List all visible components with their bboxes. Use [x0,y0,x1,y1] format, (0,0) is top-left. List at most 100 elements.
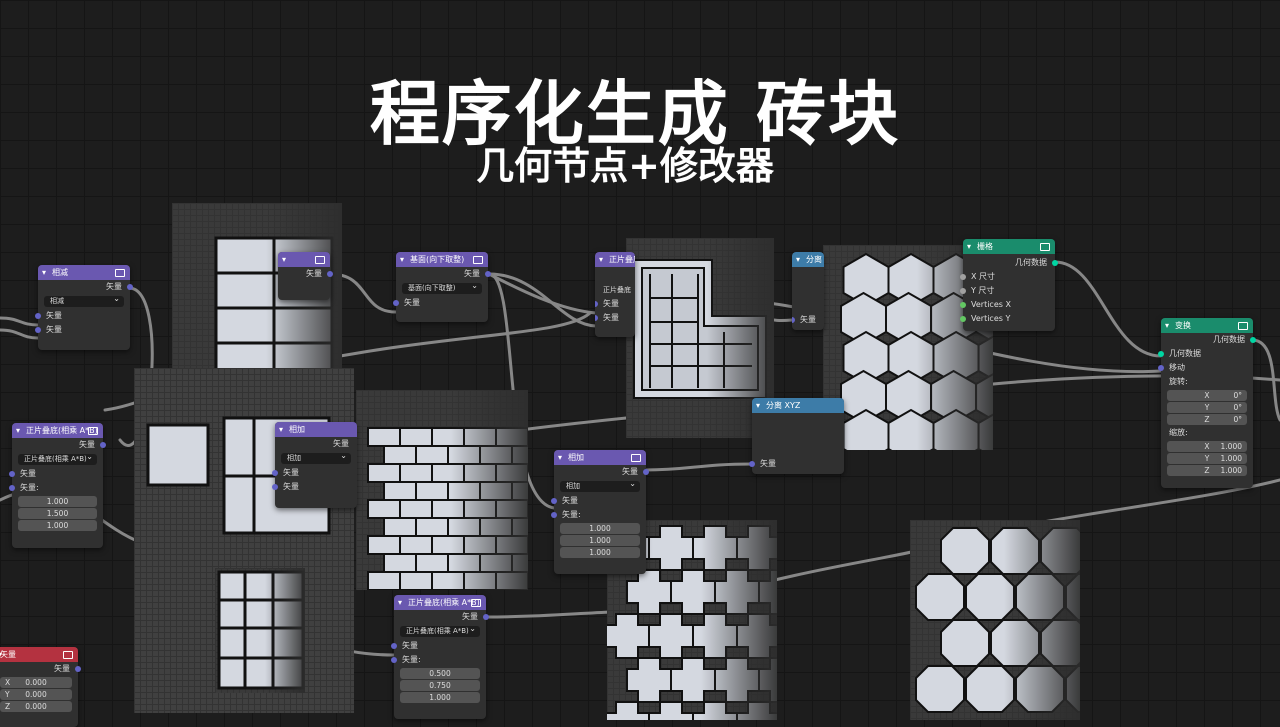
link [0,316,40,327]
monitor-icon [88,427,98,435]
operation-dropdown[interactable]: 相加 [281,453,351,464]
input-socket[interactable] [749,461,755,467]
input-socket[interactable] [272,470,278,476]
value-field[interactable]: 1.000 [560,523,640,534]
node-header[interactable]: 相加 [554,450,646,465]
monitor-icon [1040,243,1050,251]
output-socket[interactable] [75,666,81,672]
input-socket[interactable] [35,327,41,333]
node-header[interactable]: 分离 XYZ [792,252,824,267]
monitor-icon [315,256,325,264]
output-socket[interactable] [1250,337,1256,343]
node-header[interactable] [278,252,330,267]
monitor-icon [1238,322,1248,330]
input-socket[interactable] [272,484,278,490]
link [487,272,598,328]
operation-dropdown[interactable]: 正片叠底 [603,286,631,294]
monitor-icon [115,269,125,277]
node-vector-input[interactable]: 矢量 矢量 X0.000 Y0.000 Z0.000 [0,647,81,727]
operation-dropdown[interactable]: 正片叠底(相乘 A*B) [18,454,97,465]
value-field[interactable]: 0.750 [400,680,480,691]
input-socket[interactable] [960,274,966,280]
node-header[interactable]: 相减 [38,265,130,280]
node-header[interactable]: 正片叠底(相乘 A*B) [595,252,635,267]
preview-panel-grid-bottom [215,568,305,693]
input-socket[interactable] [960,302,966,308]
node-transform[interactable]: 变换 几何数据 几何数据 移动 旋转: X0° Y0° Z0° 缩放: X1.0… [1158,318,1256,488]
preview-brick-wall [356,390,528,590]
value-field[interactable]: 1.000 [18,496,97,507]
input-socket[interactable] [393,300,399,306]
input-socket[interactable] [391,643,397,649]
node-add-center[interactable]: 相加 矢量 相加 矢量 矢量: 1.000 1.000 1.000 [551,450,649,574]
node-header[interactable]: 分离 XYZ [752,398,844,413]
node-header[interactable]: 正片叠底(相乘 A*B) [12,423,103,438]
operation-dropdown[interactable]: 相加 [560,481,640,492]
node-multiply-bottom[interactable]: 正片叠底(相乘 A*B) 矢量 正片叠底(相乘 A*B) 矢量 矢量: 0.50… [391,595,489,719]
input-socket[interactable] [9,485,15,491]
node-partial-top[interactable]: 矢量 [278,252,333,300]
input-socket[interactable] [1158,351,1164,357]
node-separate-top[interactable]: 分离 XYZ 矢量 [792,252,824,330]
preview-cross-tiles [607,520,777,720]
node-grid[interactable]: 栅格 几何数据 X 尺寸 Y 尺寸 Vertices X Vertices Y [960,239,1058,331]
input-socket[interactable] [792,317,795,323]
value-field[interactable]: 1.000 [18,520,97,531]
value-field[interactable]: 1.000 [560,535,640,546]
input-socket[interactable] [960,316,966,322]
input-socket[interactable] [35,313,41,319]
page-title: 程序化生成 砖块 [369,73,901,155]
input-socket[interactable] [595,315,598,321]
link [1250,338,1280,422]
value-field[interactable]: 1.500 [18,508,97,519]
link [1053,260,1163,358]
monitor-icon [631,454,641,462]
operation-dropdown[interactable]: 相减 [44,296,124,307]
input-socket[interactable] [9,471,15,477]
input-socket[interactable] [391,657,397,663]
node-floor[interactable]: 基面(向下取整) 矢量 基面(向下取整) 矢量 [393,252,491,322]
value-field[interactable]: 1.000 [400,692,480,703]
value-field[interactable]: 1.000 [560,547,640,558]
monitor-icon [63,651,73,659]
node-subtract[interactable]: 相减 矢量 相减 矢量 矢量 [35,265,133,350]
input-socket[interactable] [551,512,557,518]
node-header[interactable]: 变换 [1161,318,1253,333]
output-socket[interactable] [483,614,489,620]
output-socket[interactable] [1052,260,1058,266]
node-header[interactable]: 正片叠底(相乘 A*B) [394,595,486,610]
node-multiply-top[interactable]: 正片叠底(相乘 A*B) 正片叠底 矢量 矢量 [595,252,635,337]
input-socket[interactable] [551,498,557,504]
monitor-icon [471,599,481,607]
preview-grid-panels [172,203,342,393]
operation-dropdown[interactable]: 正片叠底(相乘 A*B) [400,626,480,637]
node-add-mid[interactable]: 相加 矢量 相加 矢量 矢量 [272,422,357,508]
node-header[interactable]: 基面(向下取整) [396,252,488,267]
node-header[interactable]: 矢量 [0,647,78,662]
output-socket[interactable] [643,469,649,475]
output-socket[interactable] [327,271,333,277]
value-field[interactable]: 0.500 [400,668,480,679]
operation-dropdown[interactable]: 基面(向下取整) [402,283,482,294]
output-socket[interactable] [100,442,106,448]
input-socket[interactable] [595,301,598,307]
page-subtitle: 几何节点+修改器 [476,144,774,188]
node-multiply-left[interactable]: 正片叠底(相乘 A*B) 矢量 正片叠底(相乘 A*B) 矢量 矢量: 1.00… [9,423,106,548]
preview-t-blocks [626,238,774,438]
node-header[interactable]: 栅格 [963,239,1055,254]
node-separate-mid[interactable]: 分离 XYZ 矢量 [749,398,844,474]
input-socket[interactable] [1158,365,1164,371]
output-socket[interactable] [127,284,133,290]
input-socket[interactable] [960,288,966,294]
output-socket[interactable] [485,271,491,277]
node-header[interactable]: 相加 [275,422,357,437]
